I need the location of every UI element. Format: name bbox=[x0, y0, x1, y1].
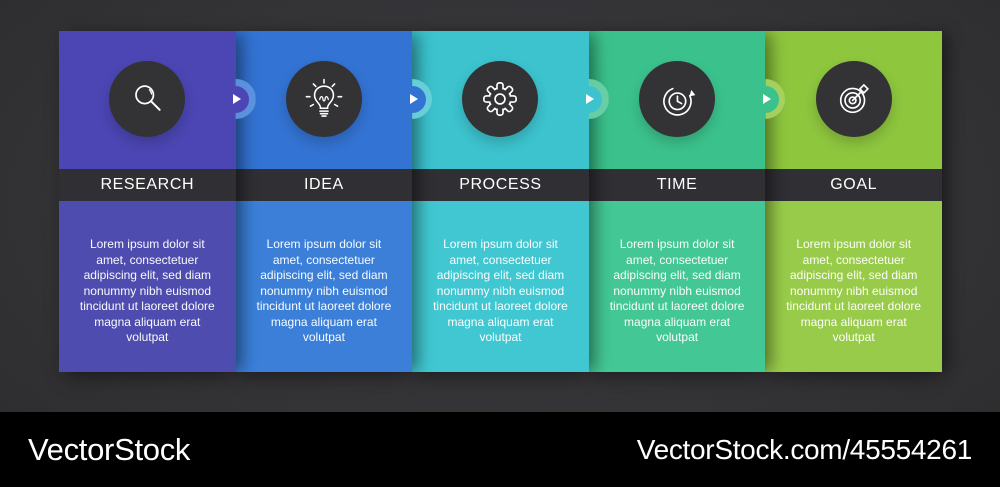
play-arrow-icon bbox=[586, 94, 595, 104]
gear-icon bbox=[483, 82, 518, 116]
step-research-text-panel: Lorem ipsum dolor sit amet, consectetuer… bbox=[59, 201, 236, 372]
step-body-text: Lorem ipsum dolor sit amet, consectetuer… bbox=[433, 237, 568, 344]
step-process: PROCESS Lorem ipsum dolor sit amet, cons… bbox=[412, 31, 589, 372]
step-idea-text-panel: Lorem ipsum dolor sit amet, consectetuer… bbox=[235, 201, 413, 372]
watermark-url: VectorStock.com/45554261 bbox=[636, 433, 973, 465]
step-label: IDEA bbox=[304, 176, 344, 193]
icon-disc bbox=[462, 61, 539, 137]
play-arrow-icon bbox=[233, 94, 242, 104]
step-idea-label-band: IDEA bbox=[235, 169, 413, 201]
step-label: RESEARCH bbox=[100, 176, 195, 193]
step-process-top-panel bbox=[412, 31, 589, 169]
connector-research-idea bbox=[216, 79, 256, 119]
vectorstock-logo: VectorStock bbox=[28, 431, 191, 467]
step-time: TIME Lorem ipsum dolor sit amet, consect… bbox=[588, 31, 766, 372]
arrow-disc bbox=[575, 85, 603, 113]
icon-disc bbox=[109, 61, 186, 137]
step-process-label-band: PROCESS bbox=[412, 169, 589, 201]
play-arrow-icon bbox=[409, 94, 418, 104]
step-body-text: Lorem ipsum dolor sit amet, consectetuer… bbox=[256, 237, 392, 344]
icon-disc bbox=[815, 61, 892, 137]
step-body-text: Lorem ipsum dolor sit amet, consectetuer… bbox=[786, 237, 922, 344]
clock-refresh-icon bbox=[663, 87, 696, 116]
step-goal: GOAL Lorem ipsum dolor sit amet, consect… bbox=[765, 31, 942, 372]
step-idea-top-panel bbox=[235, 31, 413, 169]
step-body-text: Lorem ipsum dolor sit amet, consectetuer… bbox=[609, 237, 745, 344]
watermark-bar: VectorStock VectorStock.com/45554261 bbox=[0, 412, 1000, 487]
infographic: RESEARCH Lorem ipsum dolor sit amet, con… bbox=[59, 31, 942, 372]
arrow-disc bbox=[751, 85, 779, 113]
arrow-disc bbox=[398, 85, 426, 113]
play-arrow-icon bbox=[762, 94, 771, 104]
step-label: PROCESS bbox=[459, 176, 542, 193]
step-goal-top-panel bbox=[765, 31, 942, 169]
step-time-text-panel: Lorem ipsum dolor sit amet, consectetuer… bbox=[588, 201, 766, 372]
magnifier-icon bbox=[135, 85, 161, 111]
step-time-top-panel bbox=[588, 31, 766, 169]
step-research-top-panel bbox=[59, 31, 236, 169]
step-process-text-panel: Lorem ipsum dolor sit amet, consectetuer… bbox=[412, 201, 589, 372]
step-research: RESEARCH Lorem ipsum dolor sit amet, con… bbox=[59, 31, 236, 372]
step-research-label-band: RESEARCH bbox=[59, 169, 236, 201]
lightbulb-icon bbox=[305, 78, 343, 117]
step-idea: IDEA Lorem ipsum dolor sit amet, consect… bbox=[235, 31, 413, 372]
arrow-disc bbox=[222, 85, 250, 113]
step-label: TIME bbox=[656, 176, 698, 193]
connector-idea-process bbox=[392, 79, 433, 119]
connector-process-time bbox=[569, 79, 609, 119]
icon-disc bbox=[639, 61, 716, 137]
connector-time-goal bbox=[745, 79, 786, 119]
step-time-label-band: TIME bbox=[588, 169, 766, 201]
step-goal-text-panel: Lorem ipsum dolor sit amet, consectetuer… bbox=[765, 201, 942, 372]
step-body-text: Lorem ipsum dolor sit amet, consectetuer… bbox=[79, 237, 215, 344]
step-label: GOAL bbox=[830, 176, 878, 193]
target-icon bbox=[839, 83, 869, 114]
step-goal-label-band: GOAL bbox=[765, 169, 942, 201]
icon-disc bbox=[285, 61, 362, 137]
